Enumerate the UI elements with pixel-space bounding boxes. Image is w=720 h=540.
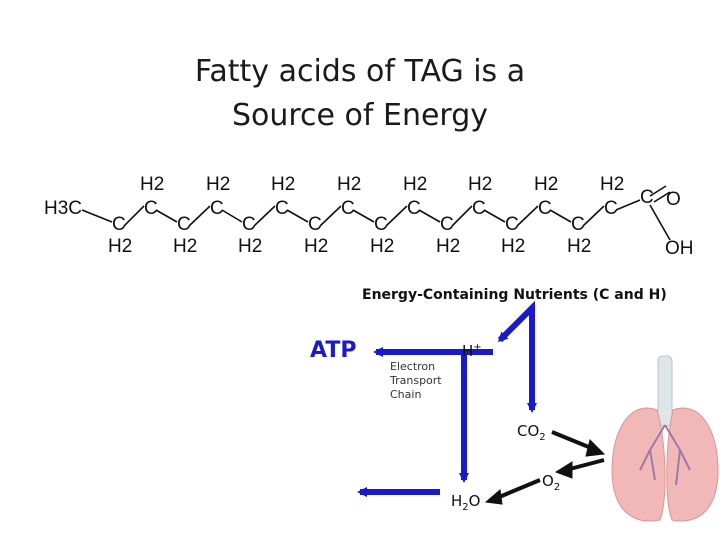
ch2-hydrogens-upper: H2 (206, 174, 230, 195)
chain-carbon: C (341, 198, 355, 219)
carbon-bond (549, 209, 572, 223)
chain-carbon: C (177, 214, 191, 235)
plus-charge: + (473, 342, 482, 353)
carbon-bond (286, 209, 309, 223)
water-o: O (468, 492, 481, 510)
water-h: H (451, 492, 463, 510)
carbon-bond (319, 205, 342, 227)
ch2-hydrogens-upper: H2 (600, 174, 624, 195)
atp-label: ATP (310, 338, 357, 363)
chain-carbon: C (538, 198, 552, 219)
title-line-2: Source of Energy (231, 98, 489, 133)
ch2-hydrogens-lower: H2 (108, 236, 132, 257)
ch2-hydrogens-lower: H2 (173, 236, 197, 257)
chain-carbon: C (604, 198, 618, 219)
o2-subscript: 2 (553, 482, 561, 493)
hydrogen-ion-label: H+ (462, 342, 482, 360)
lungs-illustration (611, 355, 719, 522)
ch2-hydrogens-upper: H2 (403, 174, 427, 195)
ch2-hydrogens-lower: H2 (567, 236, 591, 257)
ch2-hydrogens-upper: H2 (534, 174, 558, 195)
chain-carbon: C (505, 214, 519, 235)
chain-carbon: C (374, 214, 388, 235)
chain-carbon: C (571, 214, 585, 235)
chain-carbon: C (275, 198, 289, 219)
carbon-bond (615, 199, 641, 211)
chain-carbon: C (472, 198, 486, 219)
ch2-hydrogens-lower: H2 (370, 236, 394, 257)
electron-transport-chain-label: Electron Transport Chain (390, 360, 442, 402)
co2-subscript: 2 (539, 432, 546, 443)
hydroxyl-group: OH (665, 238, 694, 259)
chain-carbon: C (308, 214, 322, 235)
carbonyl-oxygen: O (666, 189, 681, 210)
water-arrowhead (484, 489, 503, 505)
ch2-hydrogens-upper: H2 (468, 174, 492, 195)
chain-carbon: C (144, 198, 158, 219)
chain-bonds (81, 199, 641, 227)
methyl-group-label: H3C (44, 198, 82, 219)
carbon-bond (188, 205, 211, 227)
etc-line-3: Chain (390, 388, 422, 401)
ch2-hydrogens-lower: H2 (501, 236, 525, 257)
carbon-bond (418, 209, 441, 223)
trachea (657, 355, 673, 427)
fatty-acid-structure: H3C CH2CH2CH2CH2CH2CH2CH2CH2CH2CH2CH2CH2… (44, 174, 694, 259)
right-lung (666, 407, 719, 522)
carbon-bond (221, 209, 243, 223)
chain-carbon: C (440, 214, 454, 235)
water-subscript: 2 (462, 502, 469, 513)
gas-exchange-arrows (484, 430, 606, 505)
chain-carbon: C (112, 214, 126, 235)
carbon-bond (582, 205, 605, 227)
chain-carbon: C (242, 214, 256, 235)
o-symbol: O (542, 472, 554, 490)
ch2-hydrogens-upper: H2 (140, 174, 164, 195)
co-symbol: CO (517, 422, 540, 440)
carbon-bond (81, 209, 113, 223)
ch2-hydrogens-lower: H2 (238, 236, 262, 257)
carbon-bond (516, 205, 539, 227)
carbon-bond (385, 205, 408, 227)
carbon-bond (155, 209, 178, 223)
carbon-bond (483, 209, 506, 223)
carboxyl-carbon: C (640, 187, 654, 208)
slide-title: Fatty acids of TAG is a Source of Energy (0, 50, 720, 138)
chain-carbon: C (407, 198, 421, 219)
etc-line-1: Electron (390, 360, 436, 373)
h-symbol: H (462, 342, 474, 360)
chain-carbon: C (210, 198, 224, 219)
co2-arrowhead (585, 439, 606, 457)
bronchi (639, 424, 691, 486)
ch2-hydrogens-upper: H2 (337, 174, 361, 195)
carbon-bond (451, 205, 473, 227)
ch2-hydrogens-lower: H2 (304, 236, 328, 257)
ch2-hydrogens-lower: H2 (436, 236, 460, 257)
left-lung (611, 407, 666, 522)
water-label: H2O (451, 492, 480, 513)
carbon-chain: CH2CH2CH2CH2CH2CH2CH2CH2CH2CH2CH2CH2CH2C… (108, 174, 624, 257)
co2-label: CO2 (517, 422, 546, 443)
ch2-hydrogens-upper: H2 (271, 174, 295, 195)
carbon-bond (123, 205, 145, 227)
title-line-1: Fatty acids of TAG is a (194, 54, 526, 89)
o2-arrowhead (554, 461, 573, 479)
o2-label: O2 (542, 472, 560, 493)
nutrient-to-h-arrow (497, 300, 535, 343)
pathway-arrows (357, 300, 537, 497)
etc-line-2: Transport (390, 374, 442, 387)
carbonyl-bond-1 (649, 185, 667, 197)
hydroxyl-bond (649, 204, 671, 241)
carbon-bond (352, 209, 375, 223)
carbonyl-bond-2 (653, 191, 671, 203)
nutrients-label: Energy-Containing Nutrients (C and H) (362, 287, 667, 303)
carbon-bond (253, 205, 276, 227)
